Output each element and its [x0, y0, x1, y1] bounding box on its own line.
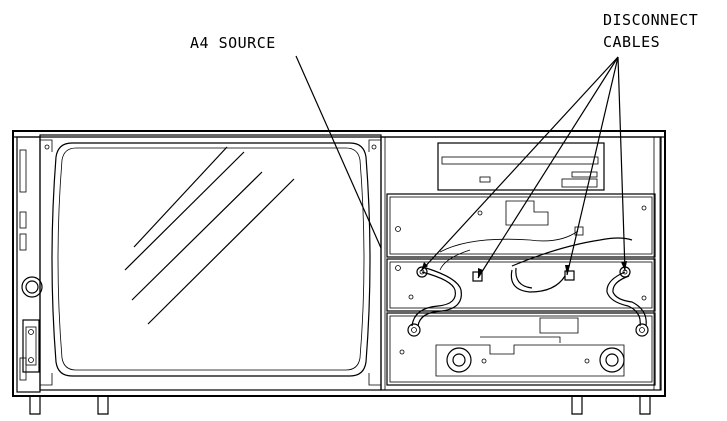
module-bay	[380, 136, 662, 391]
module-slot-bottom	[386, 312, 656, 386]
display-screen	[39, 134, 382, 391]
leader-lines	[295, 55, 627, 279]
left-controls	[21, 276, 43, 373]
label-a4-source: A4 SOURCE	[190, 34, 276, 52]
label-cables: CABLES	[603, 33, 660, 51]
semirigid-cables	[407, 249, 649, 337]
module-slot-top	[386, 193, 656, 258]
label-disconnect: DISCONNECT	[603, 11, 698, 29]
disk-drive	[437, 142, 605, 191]
module-slot-a4-source	[386, 230, 656, 312]
